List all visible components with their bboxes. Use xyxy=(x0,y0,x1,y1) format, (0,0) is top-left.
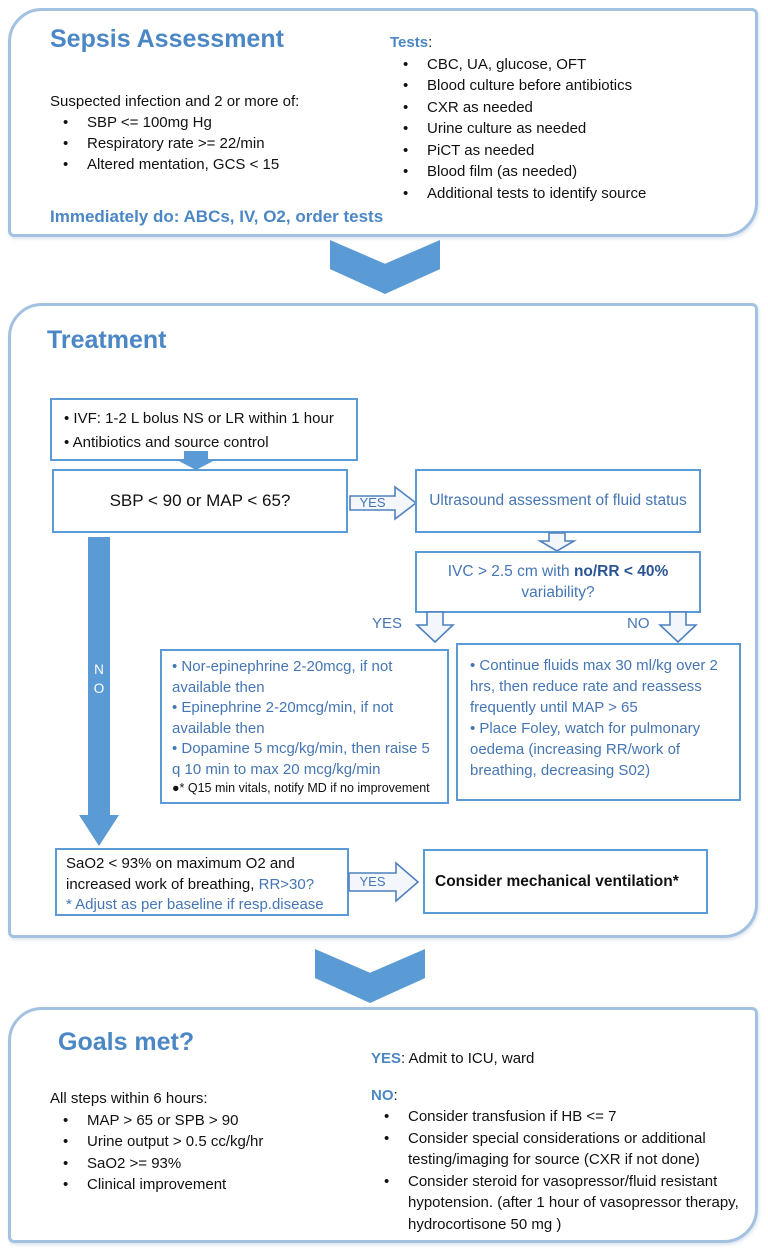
vasopressor-box: • Nor-epinephrine 2-20mcg, if not availa… xyxy=(160,649,449,804)
ivc-part2: no/RR < 40% xyxy=(573,563,669,580)
continue-fluids-box: • Continue fluids max 30 ml/kg over 2 hr… xyxy=(456,643,741,801)
ivc-line1: IVC > 2.5 cm with no/RR < 40% xyxy=(417,561,699,582)
goals-title: Goals met? xyxy=(58,1028,195,1056)
list-item: Urine output > 0.5 cc/kg/hr xyxy=(50,1131,370,1153)
sao2-line1: SaO2 < 93% on maximum O2 and xyxy=(66,855,295,872)
vasopressor-list: • Nor-epinephrine 2-20mcg, if not availa… xyxy=(172,657,439,780)
criteria-intro: Suspected infection and 2 or more of: xyxy=(50,93,300,110)
yes-arrow2-label: YES xyxy=(359,874,386,889)
list-item: Blood film (as needed) xyxy=(390,161,745,183)
sao2-line3: * Adjust as per baseline if resp.disease xyxy=(66,896,324,913)
tests-list: CBC, UA, glucose, OFTBlood culture befor… xyxy=(390,54,745,205)
no-path-bar xyxy=(88,537,110,816)
sbp-question-box: SBP < 90 or MAP < 65? xyxy=(52,469,348,533)
assessment-criteria: Suspected infection and 2 or more of: SB… xyxy=(50,91,370,175)
assessment-title: Sepsis Assessment xyxy=(50,25,284,53)
goals-yes-rest: : Admit to ICU, ward xyxy=(401,1050,535,1067)
tests-heading: Tests: xyxy=(390,32,745,54)
criteria-list: SBP <= 100mg HgRespiratory rate >= 22/mi… xyxy=(50,112,370,175)
fluids-item2: • Place Foley, watch for pulmonary oedem… xyxy=(470,720,701,779)
list-item: Blood culture before antibiotics xyxy=(390,75,745,97)
goals-yes-label: YES xyxy=(371,1050,402,1067)
no-path-label: N O xyxy=(93,662,105,696)
goals-criteria: All steps within 6 hours: MAP > 65 or SP… xyxy=(50,1088,370,1196)
goals-no-list: Consider transfusion if HB <= 7Consider … xyxy=(371,1106,756,1235)
ivc-part1: IVC > 2.5 cm with xyxy=(447,563,574,580)
ivc-question-box: IVC > 2.5 cm with no/RR < 40% variabilit… xyxy=(415,551,701,613)
no-down-arrow-icon xyxy=(657,611,699,644)
ivf-line2: • Antibiotics and source control xyxy=(64,434,269,451)
list-item: Respiratory rate >= 22/min xyxy=(50,133,370,154)
goals-intro: All steps within 6 hours: xyxy=(50,1090,208,1107)
list-item: • Epinephrine 2-20mcg/min, if not availa… xyxy=(172,699,394,737)
goals-disposition: YES: Admit to ICU, ward NO: Consider tra… xyxy=(371,1048,756,1235)
yes-arrow2-icon xyxy=(348,861,420,903)
list-item: SBP <= 100mg Hg xyxy=(50,112,370,133)
vasopressor-note: ●* Q15 min vitals, notify MD if no impro… xyxy=(172,781,430,795)
mech-ventilation-box: Consider mechanical ventilation* xyxy=(423,849,708,914)
goals-panel: Goals met? All steps within 6 hours: MAP… xyxy=(8,1007,758,1243)
goals-yes-line: YES: Admit to ICU, ward xyxy=(371,1048,756,1070)
treatment-title: Treatment xyxy=(47,326,167,354)
yes-arrow-icon xyxy=(349,485,418,521)
list-item: Consider steroid for vasopressor/fluid r… xyxy=(371,1171,756,1236)
tests-section: Tests: CBC, UA, glucose, OFTBlood cultur… xyxy=(390,32,745,204)
ultrasound-box: Ultrasound assessment of fluid status xyxy=(415,469,701,533)
list-item: Additional tests to identify source xyxy=(390,183,745,205)
sao2-box: SaO2 < 93% on maximum O2 and increased w… xyxy=(55,848,349,916)
goals-list: MAP > 65 or SPB > 90Urine output > 0.5 c… xyxy=(50,1110,370,1196)
sao2-line2-blue: RR>30? xyxy=(258,875,315,893)
down-outline-arrow-icon xyxy=(537,532,577,552)
goals-no-line: NO: xyxy=(371,1085,756,1107)
list-item: • Dopamine 5 mcg/kg/min, then raise 5 q … xyxy=(172,740,430,778)
goals-no-label: NO xyxy=(371,1086,394,1104)
list-item: MAP > 65 or SPB > 90 xyxy=(50,1110,370,1132)
yes-arrow-label: YES xyxy=(359,495,386,510)
fluids-item1: • Continue fluids max 30 ml/kg over 2 hr… xyxy=(470,657,718,716)
list-item: Consider transfusion if HB <= 7 xyxy=(371,1106,756,1128)
down-chevron-icon xyxy=(330,240,440,294)
list-item: CXR as needed xyxy=(390,97,745,119)
ivf-box: • IVF: 1-2 L bolus NS or LR within 1 hou… xyxy=(50,398,358,461)
list-item: Altered mentation, GCS < 15 xyxy=(50,154,370,175)
ivf-line1: • IVF: 1-2 L bolus NS or LR within 1 hou… xyxy=(64,410,334,427)
yes-down-arrow-icon xyxy=(414,611,456,644)
list-item: Urine culture as needed xyxy=(390,118,745,140)
immediate-actions: Immediately do: ABCs, IV, O2, order test… xyxy=(50,207,384,226)
assessment-panel: Sepsis Assessment Suspected infection an… xyxy=(8,8,758,237)
list-item: SaO2 >= 93% xyxy=(50,1153,370,1175)
sao2-line2-black: increased work of breathing, xyxy=(66,875,259,893)
list-item: CBC, UA, glucose, OFT xyxy=(390,54,745,76)
goals-no-rest: : xyxy=(393,1086,398,1104)
list-item: PiCT as needed xyxy=(390,140,745,162)
sao2-line2: increased work of breathing, RR>30? xyxy=(66,875,343,896)
spacer xyxy=(371,1070,756,1085)
down-chevron2-icon xyxy=(315,949,425,1003)
list-item: Consider special considerations or addit… xyxy=(371,1128,756,1171)
tests-label: Tests xyxy=(390,34,429,51)
tests-colon: : xyxy=(428,34,433,51)
ivc-no-label: NO xyxy=(627,615,650,632)
ivc-yes-label: YES xyxy=(372,615,403,632)
ivc-part3: variability? xyxy=(521,584,595,601)
list-item: • Nor-epinephrine 2-20mcg, if not availa… xyxy=(172,658,393,696)
list-item: Clinical improvement xyxy=(50,1174,370,1196)
